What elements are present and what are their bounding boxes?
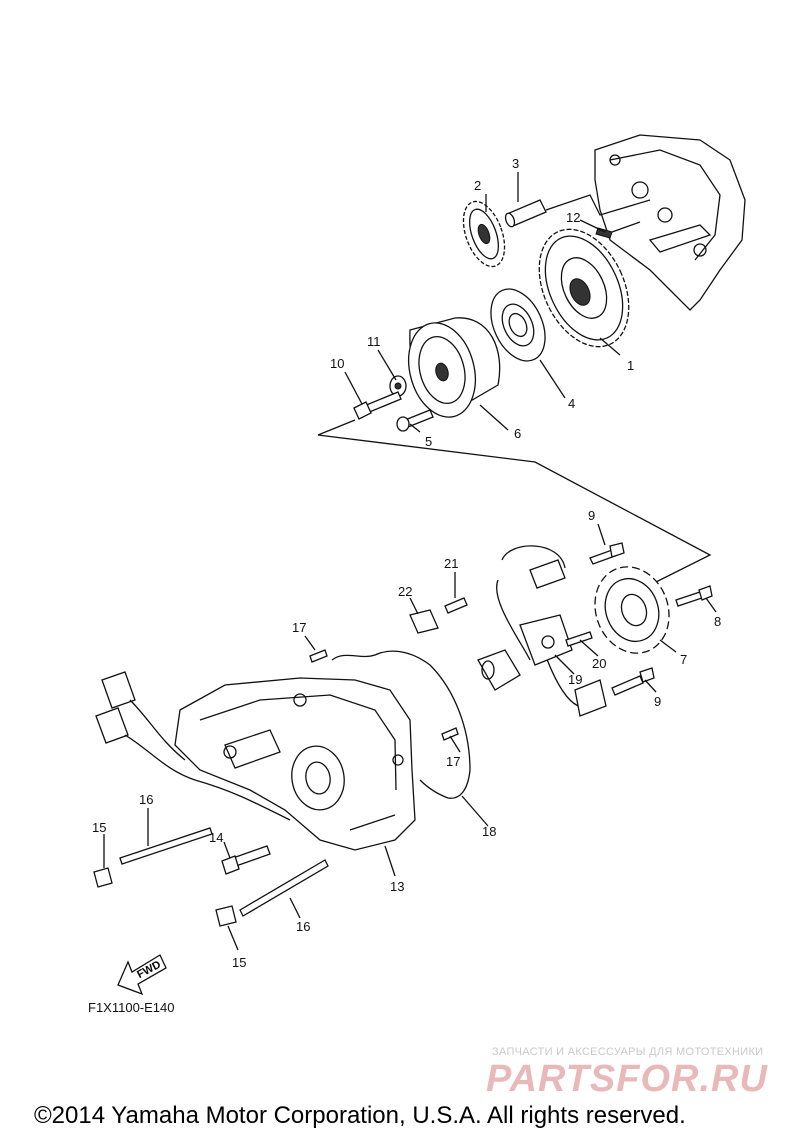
part-13-generator-cover bbox=[174, 677, 416, 851]
part-10-bolt bbox=[353, 391, 402, 420]
callout-1: 1 bbox=[627, 358, 634, 373]
part-21-screw bbox=[444, 597, 468, 614]
part-17-dowel-pins bbox=[309, 649, 459, 741]
part-15-nuts bbox=[93, 867, 237, 927]
stator-wiring bbox=[496, 545, 607, 717]
part-5-bolt bbox=[396, 409, 434, 432]
callout-22: 22 bbox=[398, 584, 412, 599]
wire-connectors bbox=[95, 671, 291, 821]
callout-9-lower: 9 bbox=[654, 694, 661, 709]
part-16-studs bbox=[119, 827, 329, 917]
part-19-pickup-coil bbox=[519, 614, 573, 666]
part-12-key bbox=[595, 227, 613, 239]
callout-13: 13 bbox=[390, 879, 404, 894]
part-1-starter-wheel-gear bbox=[538, 228, 630, 348]
callout-5: 5 bbox=[425, 434, 432, 449]
callout-14: 14 bbox=[209, 830, 223, 845]
watermark-tagline: ЗАПЧАСТИ И АКСЕССУАРЫ ДЛЯ МОТОТЕХНИКИ bbox=[492, 1046, 764, 1058]
part-9-bolt-upper bbox=[589, 542, 625, 565]
engine-case-drawing bbox=[594, 134, 746, 311]
callout-8: 8 bbox=[714, 614, 721, 629]
callout-17-upper: 17 bbox=[292, 620, 306, 635]
callout-7: 7 bbox=[680, 652, 687, 667]
part-20-bolt bbox=[565, 631, 593, 647]
callout-9-upper: 9 bbox=[588, 508, 595, 523]
callout-11: 11 bbox=[367, 334, 381, 349]
part-4-one-way-clutch bbox=[490, 288, 546, 362]
callout-19: 19 bbox=[568, 672, 582, 687]
watermark-logo: PARTSFOR.RU bbox=[486, 1058, 768, 1100]
callout-17-lower: 17 bbox=[446, 754, 460, 769]
callout-3: 3 bbox=[512, 156, 519, 171]
part-7-stator bbox=[594, 566, 670, 654]
leader-lines bbox=[103, 172, 717, 951]
part-9-bolt-lower bbox=[611, 667, 655, 696]
callout-12: 12 bbox=[566, 210, 580, 225]
part-3-shaft bbox=[504, 199, 547, 228]
callout-15-upper: 15 bbox=[92, 820, 106, 835]
callout-labels: 1 2 3 4 5 6 7 8 9 9 10 11 12 13 14 15 15… bbox=[92, 156, 721, 970]
fwd-arrow-icon: FWD bbox=[117, 954, 167, 996]
callout-18: 18 bbox=[482, 824, 496, 839]
callout-16-upper: 16 bbox=[139, 792, 153, 807]
part-2-idler-gear bbox=[462, 200, 506, 268]
diagram-code: F1X1100-E140 bbox=[88, 1000, 175, 1015]
callout-16-lower: 16 bbox=[296, 919, 310, 934]
part-14-bolt bbox=[221, 845, 271, 875]
callout-15-lower: 15 bbox=[232, 955, 246, 970]
callout-4: 4 bbox=[568, 396, 575, 411]
part-18-gasket bbox=[331, 650, 471, 799]
callout-10: 10 bbox=[330, 356, 344, 371]
copyright-notice: ©2014 Yamaha Motor Corporation, U.S.A. A… bbox=[34, 1102, 686, 1129]
callout-20: 20 bbox=[592, 656, 606, 671]
part-6-rotor bbox=[408, 317, 501, 418]
callout-2: 2 bbox=[474, 178, 481, 193]
wire-grommet bbox=[477, 649, 521, 691]
callout-6: 6 bbox=[514, 426, 521, 441]
part-8-bolt bbox=[675, 585, 713, 607]
callout-21: 21 bbox=[444, 556, 458, 571]
part-22-clamp bbox=[409, 609, 439, 634]
